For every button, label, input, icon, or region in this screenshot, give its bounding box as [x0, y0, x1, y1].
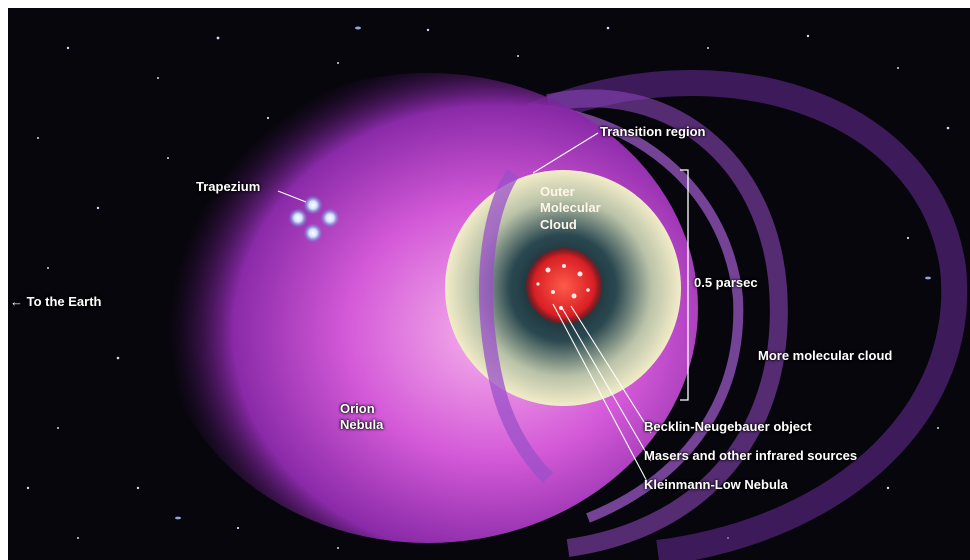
masers-label: Masers and other infrared sources — [644, 448, 858, 463]
orion-nebula-label: Orion Nebula — [340, 401, 383, 434]
outer-molecular-cloud-line1: Outer — [540, 184, 575, 199]
trapezium-stars — [288, 195, 340, 243]
outer-molecular-cloud-label: Outer Molecular Cloud — [540, 184, 601, 233]
kleinmann-low-core — [526, 248, 602, 324]
scale-label: 0.5 parsec — [694, 275, 758, 290]
outer-molecular-shells — [522, 70, 968, 560]
orion-diagram: ← To the Earth Trapezium Transition regi… — [8, 8, 970, 560]
to-the-earth-text: To the Earth — [26, 294, 102, 309]
transition-region-band — [479, 169, 554, 483]
transition-region-label: Transition region — [600, 124, 706, 139]
kleinmann-low-label: Kleinmann-Low Nebula — [644, 477, 788, 492]
orion-nebula-line1: Orion — [340, 401, 375, 416]
outer-molecular-cloud-line3: Cloud — [540, 216, 577, 232]
to-the-earth-label: ← To the Earth — [10, 294, 102, 310]
leader-lines — [277, 132, 652, 490]
more-molecular-cloud-label: More molecular cloud — [758, 348, 893, 363]
arrow-left-icon: ← — [10, 294, 23, 309]
trapezium-label: Trapezium — [196, 179, 261, 194]
scale-bracket — [680, 169, 689, 401]
orion-nebula-line2: Nebula — [340, 417, 384, 433]
outer-molecular-cloud-line2: Molecular — [540, 200, 601, 216]
core-infrared-sources — [536, 264, 590, 310]
nebula-illustration — [26, 26, 968, 560]
becklin-neugebauer-label: Becklin-Neugebauer object — [644, 419, 812, 434]
